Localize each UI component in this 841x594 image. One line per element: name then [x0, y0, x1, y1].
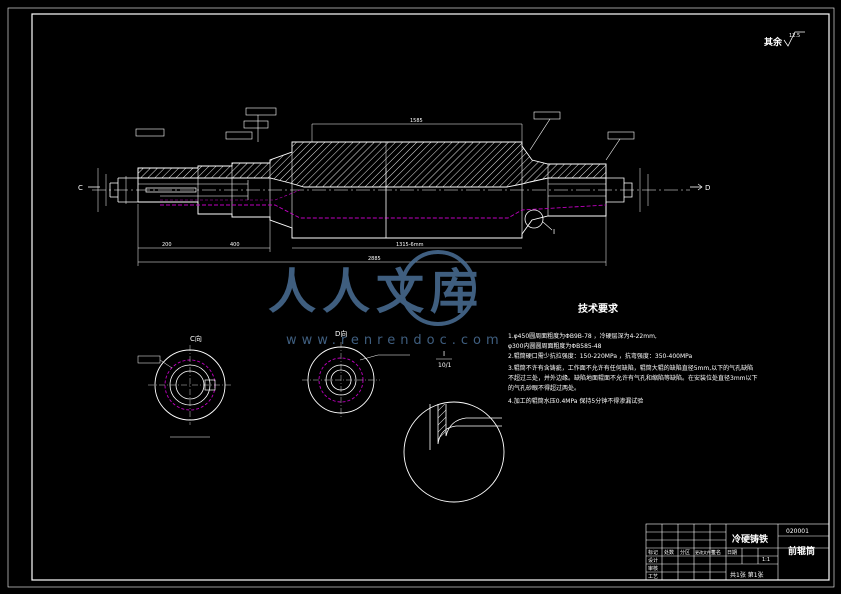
section-label-right: D	[705, 184, 710, 192]
title-scale: 1:1	[762, 557, 770, 563]
roughness-symbol	[783, 31, 805, 47]
tech-requirement-line: φ300内圆圆周面粗度为ΦB585-48	[508, 343, 602, 350]
detail-marker: I	[553, 228, 555, 236]
title-row-label-0: 标记	[648, 549, 658, 556]
tech-requirement-line: 1.φ450圆周面粗度为ΦB9B-78 ，冷硬层深为4-22mm,	[508, 333, 657, 340]
dim-left-1: 200	[162, 242, 172, 248]
corner-roughness-value: 12.5	[789, 33, 800, 39]
title-role-1: 审核	[648, 565, 658, 572]
left-journal	[109, 177, 138, 203]
tech-requirement-line: 4.加工的辊筒水压0.4MPa 保持5分钟不得渗漏试验	[508, 398, 644, 405]
dim-left-2: 400	[230, 242, 240, 248]
title-block	[645, 523, 830, 581]
dim-top: 1585	[410, 118, 423, 124]
tech-requirements-title: 技术要求	[578, 304, 618, 315]
section-label-left: C	[78, 184, 83, 192]
title-row-label-1: 处数	[664, 549, 674, 556]
title-row-label-5: 日期	[727, 550, 737, 556]
inner-frame	[31, 13, 830, 581]
shaft-main-view: I C D 200 400 1	[78, 107, 710, 266]
title-material: 冷硬铸铁	[732, 533, 768, 545]
hidden-bore-2	[160, 189, 301, 201]
view-d-label: D向	[335, 329, 347, 338]
title-part-name: 前辊筒	[788, 545, 815, 557]
shaft-lower-outline	[138, 201, 607, 239]
tech-requirement-line: 的气孔砂眼不得超过两处。	[508, 385, 581, 392]
view-c-label: C向	[190, 334, 202, 343]
tech-requirement-line: 不超过三处，并外边缘。缺陷地面辊面不允许有气孔和缩陷等缺陷。在安装位处直径3mm…	[508, 375, 758, 382]
detail-circle	[524, 209, 544, 229]
watermark-url: www.renrendoc.com	[286, 333, 504, 348]
tolerance-frames	[135, 107, 635, 161]
watermark-text: 人人文库	[268, 264, 484, 320]
outer-frame	[7, 7, 835, 588]
dim-overall: 2885	[368, 256, 381, 262]
title-sheet: 共1张 第1张	[730, 571, 764, 579]
shaft-upper-section	[137, 141, 607, 188]
keyway	[145, 187, 197, 193]
title-drawing-no: 020001	[786, 528, 809, 535]
title-row-label-4: 签名	[711, 549, 721, 556]
title-role-2: 工艺	[648, 574, 658, 580]
hidden-bore	[160, 204, 607, 219]
title-row-label-2: 分区	[680, 549, 690, 556]
title-row-label-3: 更改文件号	[695, 549, 715, 555]
dim-middle: 1315-6mm	[396, 242, 424, 248]
tech-requirement-line: 3.辊筒不许有含铸疵，工作面不允许有任何缺陷，辊筒大辊的缺陷直径5mm,以下的气…	[508, 365, 754, 372]
detail-view-scale: 10/1	[438, 362, 452, 369]
watermark: 人人文库 www.renrendoc.com	[268, 250, 504, 348]
view-c: C向	[137, 334, 232, 438]
tech-requirement-line: 2.辊筒硬口需少抗拉强度：150-220MPa ，抗弯强度：350-400MPa	[508, 353, 693, 360]
corner-mark: 其余	[764, 36, 783, 48]
detail-view: I 10/1	[403, 350, 505, 503]
title-role-0: 设计	[648, 557, 658, 564]
detail-view-label: I	[443, 350, 445, 358]
view-d: D向	[302, 329, 410, 418]
right-journal	[606, 177, 633, 203]
